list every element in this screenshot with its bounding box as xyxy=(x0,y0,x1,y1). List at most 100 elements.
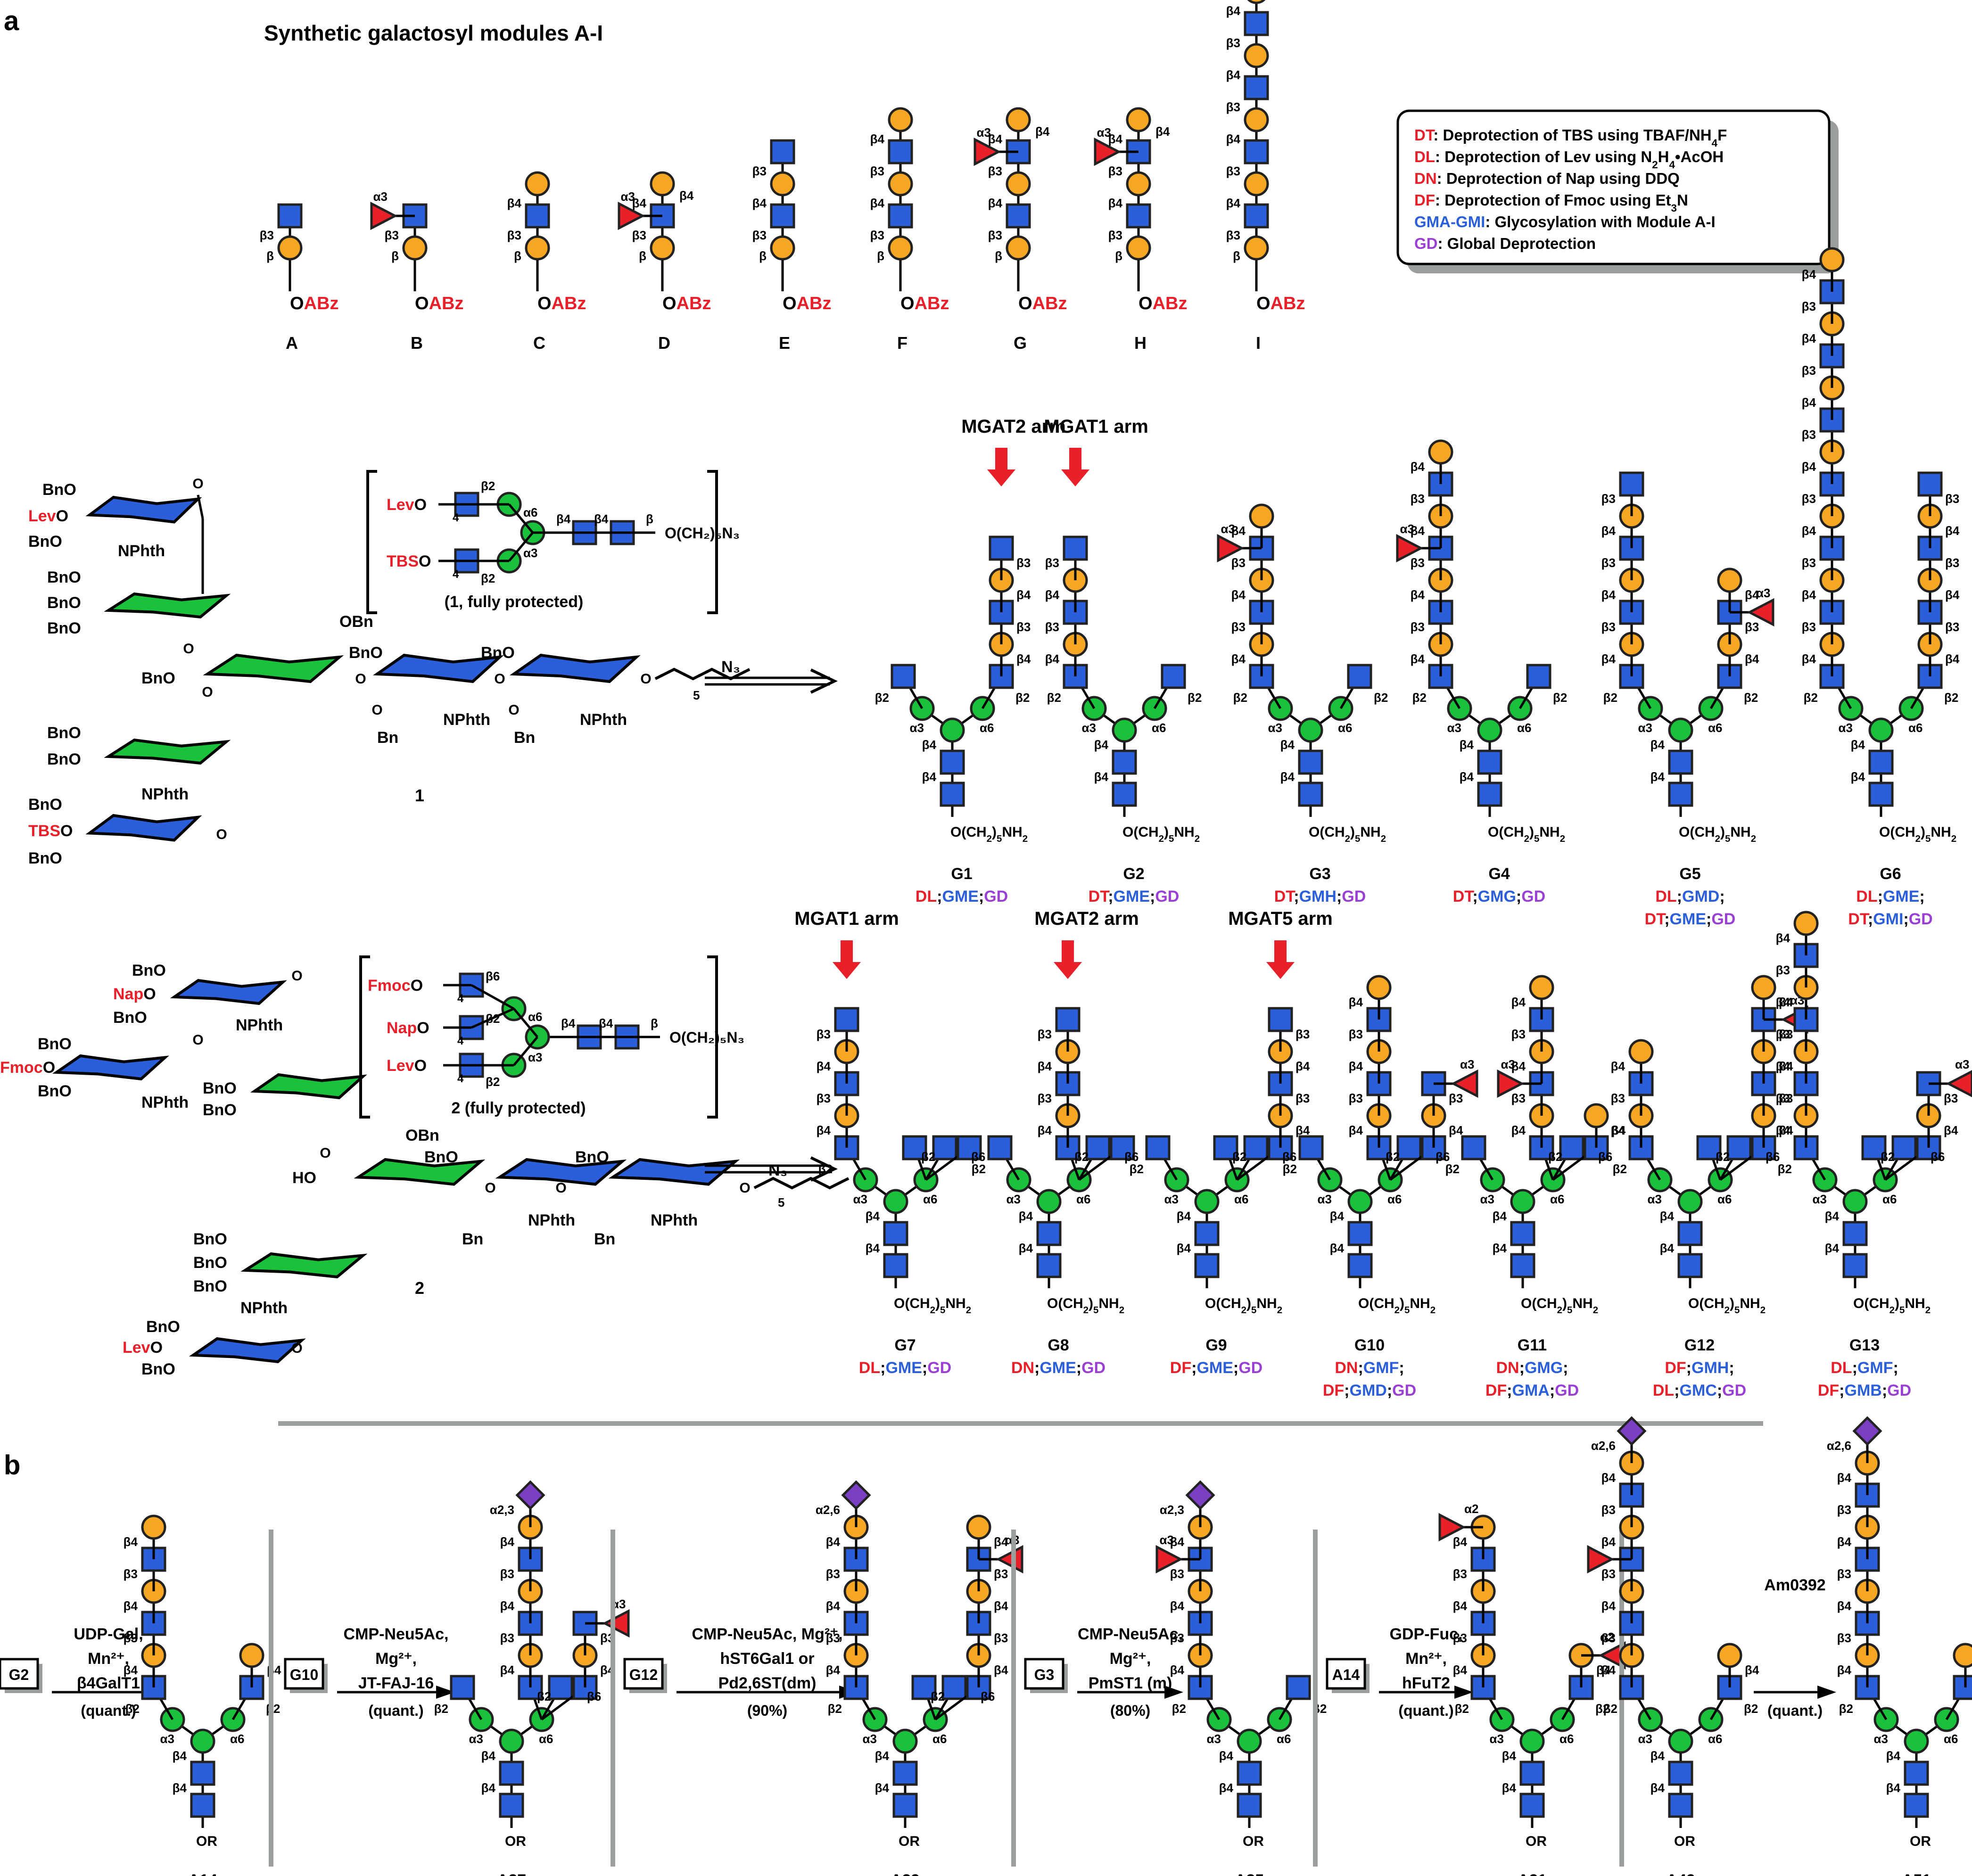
ho-label: HO xyxy=(292,1169,316,1187)
module-oabz-span: ABz xyxy=(1032,294,1067,313)
linker-label-span: O(CH xyxy=(1047,1296,1083,1311)
linkage-label: α3 xyxy=(1756,586,1770,600)
ring-oxygen: O xyxy=(494,671,505,687)
linkage-label: β4 xyxy=(866,1209,880,1223)
galactose-circle xyxy=(1628,1039,1654,1064)
linkage-label: β4 xyxy=(1511,1059,1526,1073)
galactose-circle xyxy=(1529,975,1554,1000)
galactose-circle xyxy=(888,235,913,261)
linkage-label: β4 xyxy=(124,1663,138,1677)
glycan-steps-span: GD xyxy=(927,1359,951,1377)
glycan-id: G3 xyxy=(1309,865,1330,883)
glcnac-square xyxy=(957,1135,982,1160)
module-oabz-span: ABz xyxy=(797,294,832,313)
linkage-label: β3 xyxy=(1944,1091,1958,1105)
linkage-label: β4 xyxy=(1226,132,1241,146)
reaction-condition: Mg²⁺, xyxy=(375,1650,417,1668)
linkage-label: β6 xyxy=(1436,1150,1450,1164)
linkage-label: β2 xyxy=(972,1162,986,1176)
module-label: E xyxy=(779,333,790,353)
glycan-steps-span: ; xyxy=(1719,888,1724,905)
linkage-label: β4 xyxy=(1177,1209,1191,1223)
linkage-label: β4 xyxy=(679,189,694,203)
linkage-label: β3 xyxy=(1802,492,1816,506)
glcnac-square xyxy=(1904,1761,1929,1786)
linkage-label: β4 xyxy=(1094,770,1109,784)
linkage-label: β4 xyxy=(1776,1123,1790,1137)
galactose-circle xyxy=(1819,247,1845,272)
ring-oxygen: O xyxy=(371,702,382,718)
linkage-label: β4 xyxy=(988,132,1003,146)
linkage-label: α3 xyxy=(977,125,991,140)
mannose-circle xyxy=(1904,1728,1929,1754)
box-napo: NapO xyxy=(387,1019,429,1037)
glycan-steps-span: ; xyxy=(1108,888,1113,905)
glcnac-square xyxy=(1526,664,1551,689)
linker-label-span: 2 xyxy=(1524,834,1529,844)
glycan-steps-span: GME xyxy=(1196,1359,1233,1377)
linker-label-span: 5 xyxy=(1567,1305,1572,1316)
linkage-label: β4 xyxy=(1886,1781,1901,1795)
linkage-label: β4 xyxy=(1035,124,1050,139)
glycan-steps: DN;GMF; xyxy=(1335,1359,1404,1377)
glcnac-square xyxy=(892,1761,918,1786)
glcnac-square xyxy=(1668,782,1693,807)
legend-item-span: •AcOH xyxy=(1675,148,1724,165)
linkage-label: α3 xyxy=(1447,721,1461,735)
linkage-label: α3 xyxy=(1839,721,1853,735)
mgat2-arrow xyxy=(1062,940,1074,963)
linkage-label: β3 xyxy=(994,1631,1008,1645)
glycan-steps-span: GME xyxy=(1670,910,1706,928)
legend-item: DN: Deprotection of Nap using DDQ xyxy=(1414,170,1680,187)
module-oabz: OABz xyxy=(290,294,338,313)
linkage-label: β4 xyxy=(481,1781,496,1795)
glycan-steps-span: ; xyxy=(1852,1359,1857,1377)
glcnac-square xyxy=(1126,203,1151,229)
legend-item-span: 4 xyxy=(1669,159,1675,171)
linkage-label: α6 xyxy=(1076,1192,1090,1206)
reaction-yield: (quant.) xyxy=(1767,1702,1823,1719)
galactose-circle xyxy=(239,1643,264,1668)
reaction-condition: Mn²⁺, xyxy=(88,1650,129,1668)
glcnac-square xyxy=(1477,782,1502,807)
linkage-label: β4 xyxy=(124,1599,138,1613)
ring-oxygen: O xyxy=(216,827,227,842)
glycan-id: G7 xyxy=(894,1336,916,1354)
mannose-circle xyxy=(1868,717,1894,743)
box-link xyxy=(508,532,534,562)
linkage-label: α6 xyxy=(1944,1732,1958,1746)
glcnac-ring-top xyxy=(85,495,202,524)
glcnac-ring-lev xyxy=(189,1337,306,1364)
linkage-label: β4 xyxy=(1330,1209,1345,1223)
galactose-circle xyxy=(1717,1643,1742,1668)
linkage-label: β4 xyxy=(1349,1123,1363,1137)
glycan-steps-span: ; xyxy=(880,1359,885,1377)
glcnac-square xyxy=(1036,1221,1062,1246)
legend-item-span: : Global Deprotection xyxy=(1438,235,1596,252)
linkage-label: β4 xyxy=(1219,1781,1234,1795)
linkage-label: β3 xyxy=(1776,1027,1790,1041)
glcnac-square xyxy=(1006,203,1031,229)
mannose-ring-a6 xyxy=(104,592,231,619)
glcnac-square xyxy=(1112,749,1137,775)
mgat2-arrow xyxy=(987,469,1015,486)
galactose-circle xyxy=(966,1514,991,1540)
linker-label-span: O(CH xyxy=(1309,824,1345,840)
linker-label-span: 5 xyxy=(940,1305,945,1316)
linkage-label: β3 xyxy=(1349,1091,1363,1105)
linkage-label: β3 xyxy=(1108,164,1122,178)
linker-label-span: 2 xyxy=(987,834,992,844)
linkage-label: α3 xyxy=(1638,1732,1652,1746)
glcnac-square xyxy=(1194,1253,1220,1278)
linkage-label: β3 xyxy=(817,1091,831,1105)
linkage-label: β6 xyxy=(1766,1150,1780,1164)
glycan-id: G6 xyxy=(1880,865,1901,883)
linkage-label: β4 xyxy=(1170,1663,1185,1677)
bno-label: BnO xyxy=(349,644,383,662)
bn-label: Bn xyxy=(377,729,398,747)
neu5ac-diamond xyxy=(1852,1416,1882,1446)
glycan-id: G2 xyxy=(1123,865,1144,883)
glycan-steps-span: ; xyxy=(1034,1359,1040,1377)
linker-label-span: 2 xyxy=(1195,834,1200,844)
linkage-label: β4 xyxy=(561,1016,576,1030)
